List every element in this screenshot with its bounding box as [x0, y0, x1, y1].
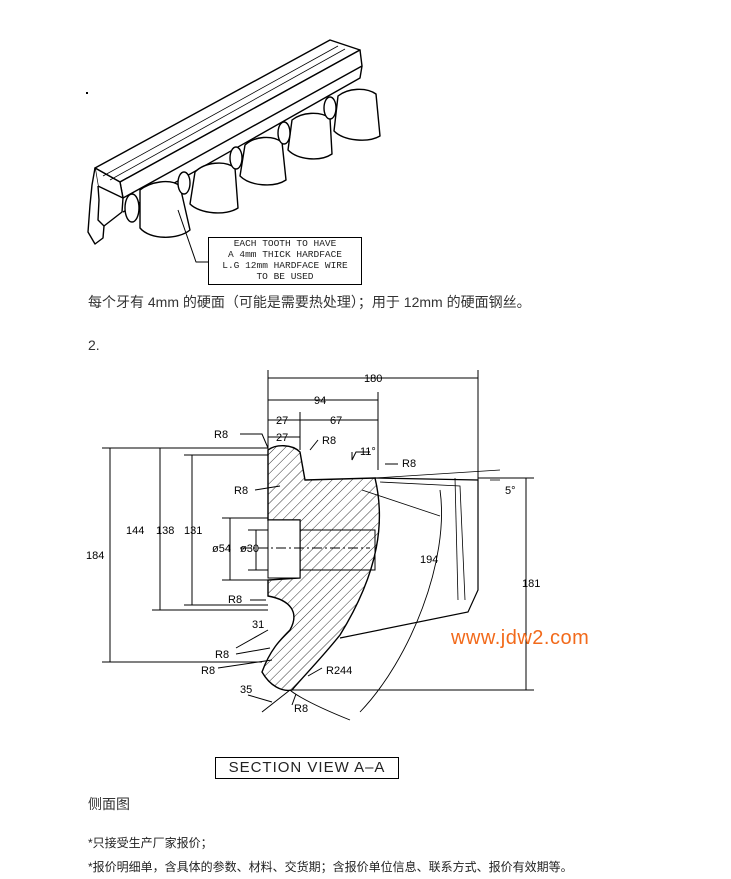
dim-94: 94	[314, 395, 326, 407]
note-line-2: A 4mm THICK HARDFACE	[227, 249, 343, 260]
dim-angle-11: 11°	[360, 446, 376, 458]
section-number: 2.	[88, 337, 100, 353]
dim-31: 31	[252, 619, 264, 631]
dim-r8-g: R8	[201, 665, 215, 677]
note-line-3: L.G 12mm HARDFACE WIRE	[222, 260, 348, 271]
note-1: *只接受生产厂家报价；	[88, 836, 213, 850]
dim-r8-f: R8	[215, 649, 229, 661]
dim-35: 35	[240, 684, 252, 696]
dim-r8-h: R8	[294, 703, 308, 715]
dim-r8-d: R8	[234, 485, 248, 497]
dim-r8-b: R8	[322, 435, 336, 447]
dim-180: 180	[364, 373, 382, 385]
dim-r194: 194	[420, 554, 438, 566]
section-view-label: SECTION VIEW A–A	[215, 757, 399, 779]
dim-144: 144	[126, 525, 144, 537]
figure1-caption: 每个牙有 4mm 的硬面（可能是需要热处理）；用于 12mm 的硬面钢丝。	[88, 294, 531, 310]
tooth-bar-drawing	[86, 39, 381, 263]
dim-184: 184	[86, 550, 104, 562]
dim-181: 181	[522, 578, 540, 590]
dim-27-b: 27	[276, 432, 288, 444]
hardface-note-box: EACH TOOTH TO HAVE A 4mm THICK HARDFACE …	[208, 237, 362, 285]
note-line-1: EACH TOOTH TO HAVE	[233, 238, 337, 249]
dim-131: 131	[184, 525, 202, 537]
watermark-text: www.jdw2.com	[451, 627, 590, 649]
dim-r244: R244	[326, 665, 352, 677]
dim-phi54: ø54	[212, 543, 231, 555]
dim-angle-5: 5°	[505, 485, 516, 497]
side-view-label: 侧面图	[88, 796, 130, 812]
dim-138: 138	[156, 525, 174, 537]
dim-r8-a: R8	[214, 429, 228, 441]
dim-67: 67	[330, 415, 342, 427]
note-line-4: TO BE USED	[256, 271, 314, 282]
dim-phi30: ø30	[240, 543, 259, 555]
section-view-drawing: 180 94 27 67 27 R8 R8 11° R8 R8 5° 184 1…	[86, 370, 540, 721]
dim-r8-c: R8	[402, 458, 416, 470]
dim-r8-e: R8	[228, 594, 242, 606]
note-2: *报价明细单，含具体的参数、材料、交货期；含报价单位信息、联系方式、报价有效期等…	[88, 860, 573, 874]
dim-27-a: 27	[276, 415, 288, 427]
